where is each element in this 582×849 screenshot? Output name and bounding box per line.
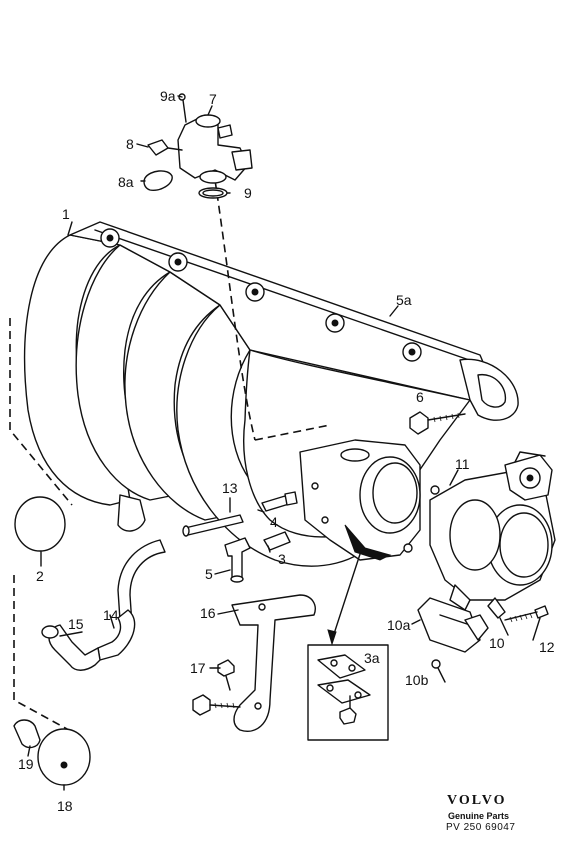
label-15: 15 bbox=[68, 616, 84, 632]
label-4: 4 bbox=[270, 514, 278, 530]
label-10a: 10a bbox=[387, 617, 411, 633]
label-3: 3 bbox=[278, 551, 286, 567]
nipple-4 bbox=[261, 491, 298, 512]
label-8: 8 bbox=[126, 136, 134, 152]
valve-assembly bbox=[143, 93, 253, 199]
label-9: 9 bbox=[244, 185, 252, 201]
throttle-body bbox=[429, 451, 556, 619]
bracket-16 bbox=[192, 594, 316, 732]
throttle-sensor bbox=[417, 597, 489, 653]
throttle-adapter bbox=[299, 439, 440, 561]
label-10: 10 bbox=[489, 635, 505, 651]
label-2: 2 bbox=[36, 568, 44, 584]
brand-logo: VOLVO bbox=[447, 793, 507, 808]
label-5: 5 bbox=[205, 566, 213, 582]
label-9a: 9a bbox=[160, 88, 176, 104]
cap-2 bbox=[9, 318, 79, 736]
label-3a: 3a bbox=[364, 650, 380, 666]
label-10b: 10b bbox=[405, 672, 429, 688]
hose-14-15 bbox=[41, 539, 166, 671]
label-19: 19 bbox=[18, 756, 34, 772]
elbow-5 bbox=[224, 537, 251, 583]
label-5a: 5a bbox=[396, 292, 412, 308]
screw-6 bbox=[409, 411, 466, 435]
screw-10b bbox=[431, 659, 446, 683]
label-14: 14 bbox=[103, 607, 119, 623]
label-16: 16 bbox=[200, 605, 216, 621]
label-13: 13 bbox=[222, 480, 238, 496]
label-11: 11 bbox=[455, 456, 470, 472]
damper-18 bbox=[13, 719, 91, 786]
label-8a: 8a bbox=[118, 174, 134, 190]
label-17: 17 bbox=[190, 660, 206, 676]
diagram-code: PV 250 69047 bbox=[446, 822, 516, 833]
label-6: 6 bbox=[416, 389, 424, 405]
label-7: 7 bbox=[209, 91, 217, 107]
leader-lines bbox=[27, 95, 541, 791]
nipple-13 bbox=[182, 514, 244, 537]
screw-12 bbox=[504, 605, 549, 623]
label-12: 12 bbox=[539, 639, 555, 655]
label-18: 18 bbox=[57, 798, 73, 814]
gasket-inset bbox=[307, 547, 389, 741]
brand-tagline: Genuine Parts bbox=[448, 811, 510, 821]
label-1: 1 bbox=[62, 206, 70, 222]
